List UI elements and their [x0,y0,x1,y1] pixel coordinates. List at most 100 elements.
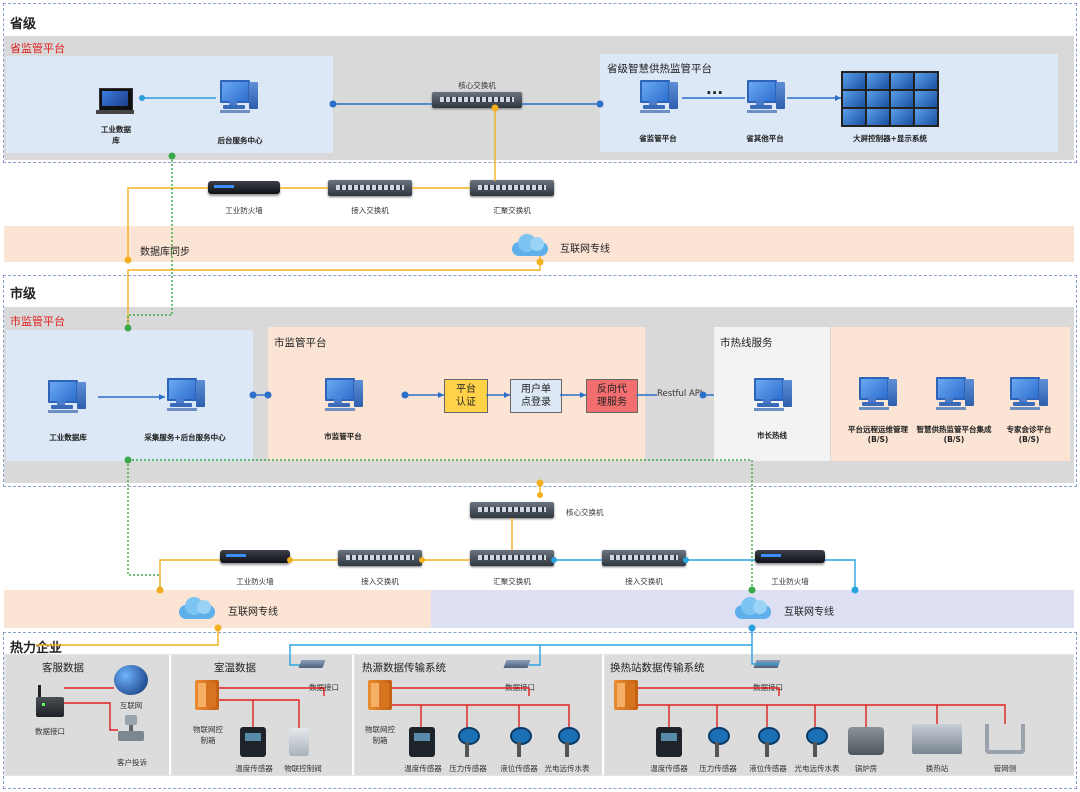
city-supervise-pc-label: 市监管平台 [324,432,362,441]
province-left-box [6,56,333,153]
firewall-icon [208,181,280,194]
province-firewall-label: 工业防火墙 [225,206,263,215]
sso-box: 用户单 点登录 [510,379,562,413]
heat-title: 热源数据传输系统 [362,662,446,674]
switch-icon [328,180,412,196]
heat-exchange-station-icon [912,724,962,754]
station-meter-label: 光电远传水表 [794,764,840,773]
city-internet-right-label: 互联网专线 [784,607,834,618]
city-collect-label: 采集服务+后台服务中心 [144,433,226,442]
station-title: 换热站数据传输系统 [610,662,705,674]
city-platform-label: 市监管平台 [10,315,65,328]
computer-icon [752,378,792,412]
restful-api-label: Restful API [657,389,703,399]
heat-meter-label: 光电远传水表 [544,764,590,773]
switch-icon [470,180,554,196]
province-pc2-label: 省其他平台 [746,134,784,143]
temperature-sensor-icon [240,727,266,757]
heat-level-label: 液位传感器 [500,764,538,773]
video-wall-icon [841,71,939,127]
cloud-icon [175,595,219,621]
db-sync-label: 数据库同步 [140,247,190,258]
province-smart-title: 省级智慧供热监管平台 [607,63,712,75]
cloud-icon [508,232,552,258]
firewall-icon [755,550,825,563]
computer-icon [218,80,258,114]
level-sensor-icon [756,727,780,757]
computer-icon [638,80,678,114]
heat-box-label: 物联网控 制箱 [365,725,395,745]
province-internet-label: 互联网专线 [560,244,610,255]
station-boiler-label: 锅炉房 [854,764,878,773]
city-firewall-right-label: 工业防火墙 [771,577,809,586]
control-cabinet-icon [368,680,392,710]
city-firewall-left-label: 工业防火墙 [236,577,274,586]
city-industrial-db-label: 工业数据库 [49,433,87,442]
station-pipe-label: 管网侧 [993,764,1017,773]
city-access-right-label: 接入交换机 [625,577,663,586]
water-meter-icon [556,727,580,757]
reverse-proxy-box: 反向代 理服务 [586,379,638,413]
city-hotline-pc-label: 市长热线 [757,431,787,440]
switch-icon [602,550,686,566]
boiler-icon [848,727,884,755]
province-access-label: 接入交换机 [351,206,389,215]
province-industrial-db-label: 工业数据 库 [101,125,131,145]
city-internet-left-label: 互联网专线 [228,607,278,618]
province-header-band [4,4,1074,36]
pipe-network-icon [985,724,1025,754]
integration-label: 智慧供热监管平台集成 (B/S) [916,425,992,444]
customer-title: 客服数据 [42,662,84,674]
computer-icon [934,377,974,411]
computer-icon [165,378,205,412]
iot-valve-icon [289,728,309,756]
room-box-label: 物联网控 制箱 [193,725,223,745]
city-core-switch-label: 核心交换机 [566,508,604,517]
ops-label: 平台远程运维管理 (B/S) [848,425,908,444]
city-internet-band-left [4,590,431,628]
heat-box [355,655,604,775]
city-hotline-title: 市热线服务 [720,337,773,349]
province-core-switch-label: 核心交换机 [458,81,496,90]
core-switch-icon [470,502,554,518]
firewall-icon [220,550,290,563]
city-title: 市级 [10,287,37,302]
temperature-sensor-icon [409,727,435,757]
cloud-icon [731,595,775,621]
city-access-left-label: 接入交换机 [361,577,399,586]
internet-globe-icon [114,665,148,695]
province-bigscreen-label: 大屏控制器+显示系统 [853,134,927,143]
heat-temp-label: 温度传感器 [404,764,442,773]
water-meter-icon [804,727,828,757]
computer-icon [323,378,363,412]
control-cabinet-icon [614,680,638,710]
laptop-icon [96,88,136,116]
valve-icon [118,715,144,743]
computer-icon [46,380,86,414]
customer-internet-label: 互联网 [119,701,143,710]
room-valve-label: 物联控制阀 [284,764,322,773]
temperature-sensor-icon [656,727,682,757]
platform-auth-box: 平台 认证 [444,379,488,413]
customer-complaint-label: 客户投诉 [117,758,147,767]
province-frame [3,3,1077,163]
customer-dataport-label: 数据接口 [35,727,65,736]
province-title: 省级 [10,17,37,32]
control-cabinet-icon [195,680,219,710]
station-press-label: 压力传感器 [699,764,737,773]
province-platform-label: 省监管平台 [10,42,65,55]
room-title: 室温数据 [214,662,256,674]
station-level-label: 液位传感器 [749,764,787,773]
pressure-sensor-icon [456,727,480,757]
city-left-box [6,330,253,461]
computer-icon [1008,377,1048,411]
province-agg-label: 汇聚交换机 [493,206,531,215]
router-icon [36,685,64,719]
province-pc1-label: 省监管平台 [639,134,677,143]
expert-label: 专家会诊平台 (B/S) [1006,425,1052,444]
station-exchange-label: 换热站 [925,764,949,773]
computer-icon [745,80,785,114]
switch-icon [470,550,554,566]
room-temp-label: 温度传感器 [235,764,273,773]
